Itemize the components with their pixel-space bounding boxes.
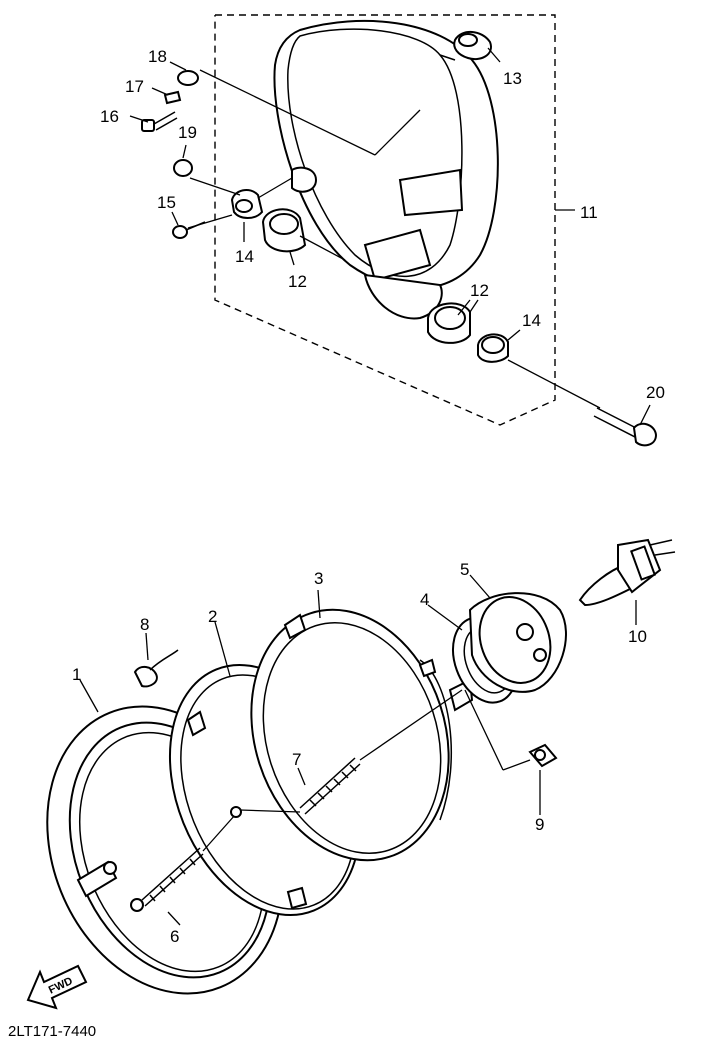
small-hardware-left: [141, 70, 206, 239]
nut-19: [173, 159, 193, 177]
callout-4: 4: [420, 590, 429, 609]
lower-leaders: [79, 574, 637, 926]
bush-12-left: [261, 208, 307, 253]
callout-16: 16: [100, 107, 119, 126]
bulb-10: [578, 538, 676, 607]
callout-18: 18: [148, 47, 167, 66]
washer-18: [177, 70, 199, 86]
callout-17: 17: [125, 77, 144, 96]
collar-14-left: [230, 188, 264, 219]
socket-9: [464, 689, 558, 771]
callout-12-left: 12: [288, 272, 307, 291]
bush-12-right: [427, 302, 471, 344]
callout-6: 6: [170, 927, 179, 946]
callout-3: 3: [314, 569, 323, 588]
callout-12-right: 12: [470, 281, 489, 300]
callout-labels: 18 17 16 19 15 14 12 13 11 12 14 20 3 5 …: [72, 47, 665, 946]
socket-cover-5: [468, 592, 567, 693]
callout-11: 11: [580, 203, 598, 222]
fwd-arrow-icon: FWD: [26, 964, 88, 1010]
grommet-13: [453, 31, 492, 61]
callout-2: 2: [208, 607, 217, 626]
adjusting-screw-6: [130, 806, 301, 912]
callout-7: 7: [292, 750, 301, 769]
lens-unit-3: [250, 608, 474, 862]
callout-5: 5: [460, 560, 469, 579]
callout-15: 15: [157, 193, 176, 212]
callout-20: 20: [646, 383, 665, 402]
bolt-20: [593, 407, 658, 447]
callout-14-right: 14: [522, 311, 541, 330]
callout-8: 8: [140, 615, 149, 634]
assembly-11-boundary: [214, 14, 575, 426]
callout-10: 10: [628, 627, 647, 646]
callout-13: 13: [503, 69, 522, 88]
callout-19: 19: [178, 123, 197, 142]
adjusting-screw-7: [299, 689, 463, 815]
upper-leaders: [129, 47, 651, 426]
collar-14-right: [477, 333, 509, 363]
callout-14-left: 14: [235, 247, 254, 266]
callout-9: 9: [535, 815, 544, 834]
bolt-16: [141, 111, 178, 132]
callout-1: 1: [72, 665, 81, 684]
drawing-code: 2LT171-7440: [8, 1023, 96, 1040]
clip-17: [163, 90, 182, 105]
clip-8: [133, 649, 179, 688]
headlight-housing: [273, 19, 499, 320]
